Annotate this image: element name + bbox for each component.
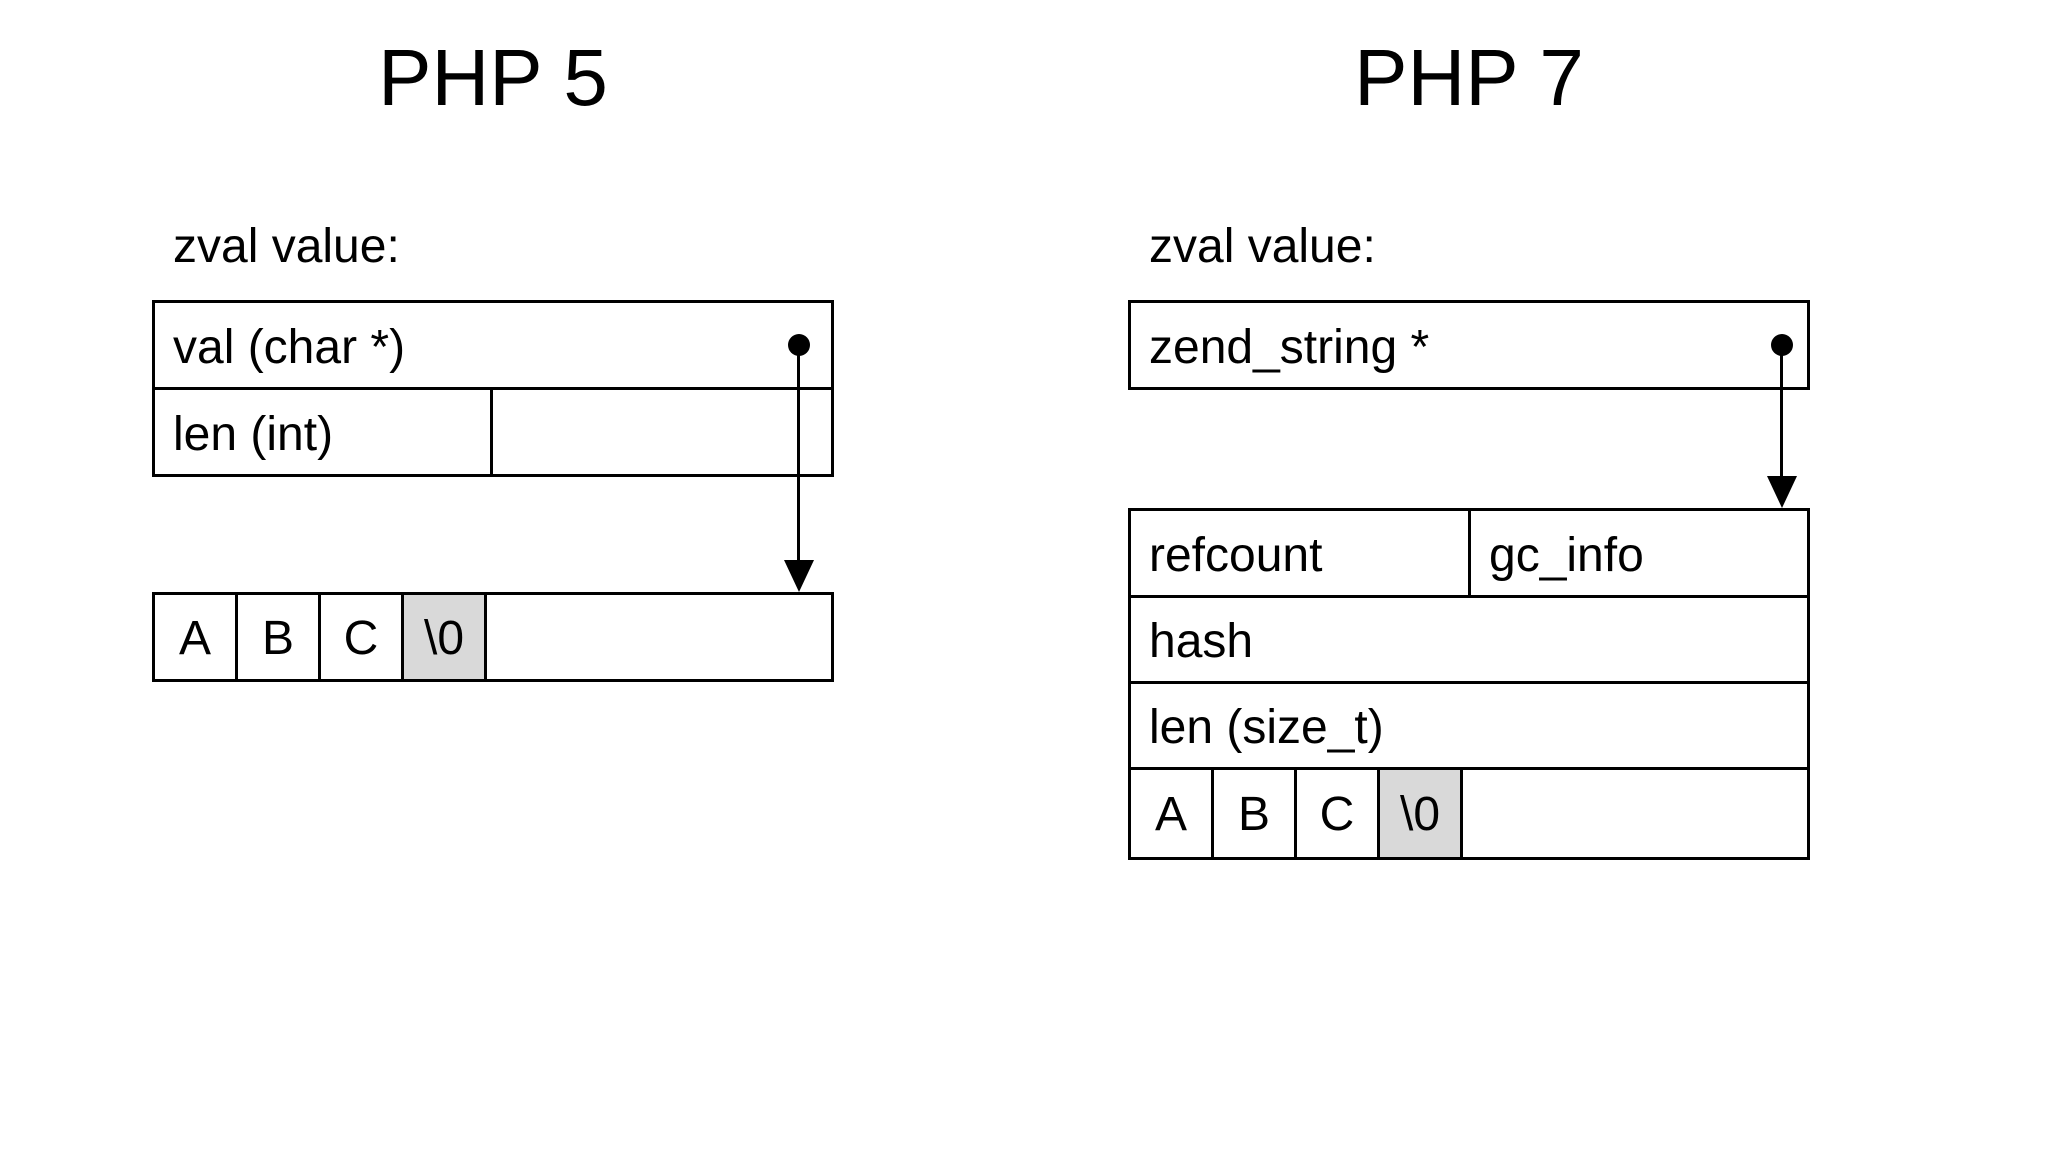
php5-zval-table: val (char *) len (int) [152, 300, 834, 477]
php7-zend-string-table: refcount gc_info hash len (size_t) A B C… [1128, 508, 1810, 860]
php5-nul-terminator-cell: \0 [404, 595, 487, 679]
php5-char-cell: C [321, 595, 404, 679]
php7-refcount-field-label: refcount [1131, 511, 1471, 595]
php5-pointer-arrow-line [797, 352, 800, 562]
php5-len-empty-cell [493, 390, 831, 474]
php5-len-row: len (int) [155, 390, 831, 474]
php7-arrowhead-icon [1767, 476, 1797, 508]
php5-char-empty-cell [487, 595, 831, 679]
php7-ptr-field-label: zend_string * [1149, 320, 1430, 374]
php5-zval-label: zval value: [173, 220, 400, 273]
php7-hash-field-label: hash [1149, 615, 1254, 668]
php7-char-buffer-row: A B C \0 [1131, 770, 1807, 857]
php7-char-empty-cell [1463, 770, 1807, 857]
pointer-dot-icon [788, 334, 810, 356]
pointer-dot-icon [1771, 334, 1793, 356]
php7-nul-terminator-cell: \0 [1380, 770, 1463, 857]
php7-char-cell: B [1214, 770, 1297, 857]
php7-zval-table: zend_string * [1128, 300, 1810, 390]
php7-len-row: len (size_t) [1131, 684, 1807, 770]
php5-val-row: val (char *) [155, 303, 831, 390]
php5-char-buffer-table: A B C \0 [152, 592, 834, 682]
php5-len-field-label: len (int) [155, 390, 493, 474]
php5-char-cell: B [238, 595, 321, 679]
php7-hash-row: hash [1131, 598, 1807, 684]
php7-refcount-row: refcount gc_info [1131, 511, 1807, 598]
php5-val-field-label: val (char *) [173, 320, 406, 374]
php7-char-cell: C [1297, 770, 1380, 857]
php5-arrowhead-icon [784, 560, 814, 592]
php7-gc-info-field-label: gc_info [1489, 528, 1644, 582]
php7-pointer-arrow-line [1780, 352, 1783, 478]
php5-char-cell: A [155, 595, 238, 679]
php7-zval-label: zval value: [1149, 220, 1376, 273]
php5-title: PHP 5 [378, 33, 608, 122]
php7-char-cell: A [1131, 770, 1214, 857]
php7-len-field-label: len (size_t) [1149, 701, 1384, 754]
php7-ptr-row: zend_string * [1131, 303, 1807, 387]
php7-title: PHP 7 [1354, 33, 1584, 122]
